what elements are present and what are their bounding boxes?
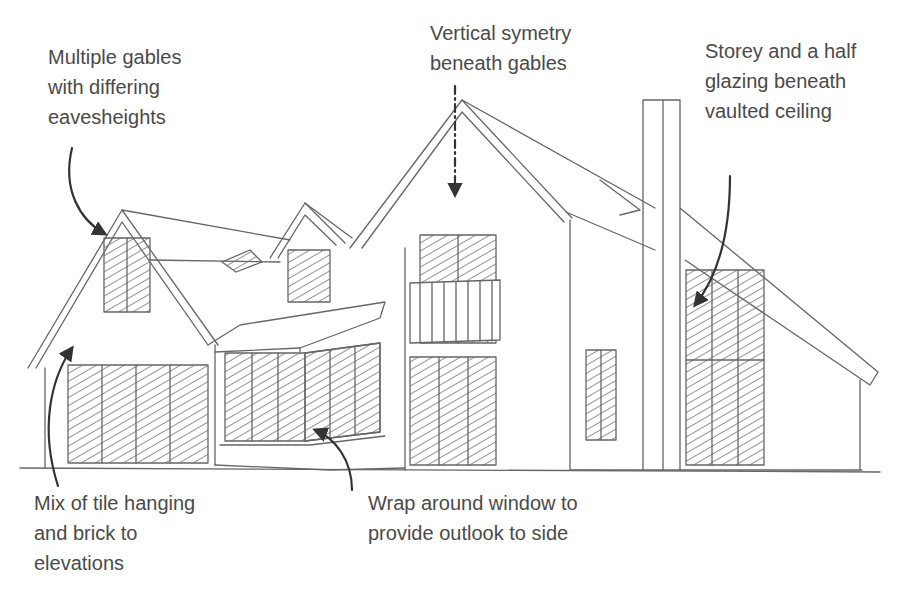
annotation-label: Vertical symetry beneath gables (430, 18, 615, 78)
annotation-label: Mix of tile hanging and brick to elevati… (34, 488, 224, 578)
annotation-label: Storey and a half glazing beneath vaulte… (705, 36, 865, 126)
annotation-label: Wrap around window to provide outlook to… (368, 488, 578, 548)
annotation-label: Multiple gables with differing eavesheig… (48, 42, 213, 132)
